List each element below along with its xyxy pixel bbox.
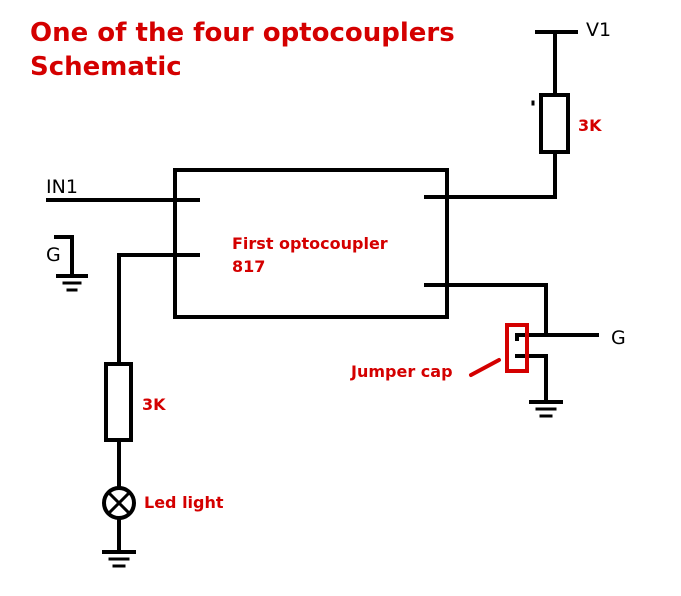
label-resistor-left: 3K (142, 395, 166, 414)
optocoupler-box (173, 168, 449, 319)
led-cross-2 (106, 490, 132, 516)
resistor-top (539, 93, 570, 154)
jumper-pointer (469, 358, 501, 377)
label-chip-name: First optocoupler (232, 234, 388, 253)
label-g-left: G (46, 244, 61, 266)
label-jumper: Jumper cap (351, 362, 453, 381)
label-led: Led light (144, 493, 224, 512)
label-in1: IN1 (46, 176, 78, 198)
label-g-right: G (611, 327, 626, 349)
label-resistor-top: 3K (578, 116, 602, 135)
title-line-1: One of the four optocouplers (30, 18, 455, 48)
label-chip-model: 817 (232, 257, 266, 276)
jumper-cap (505, 323, 529, 373)
title-line-2: Schematic (30, 52, 182, 82)
label-v1: V1 (586, 19, 612, 41)
resistor-left (104, 362, 133, 442)
